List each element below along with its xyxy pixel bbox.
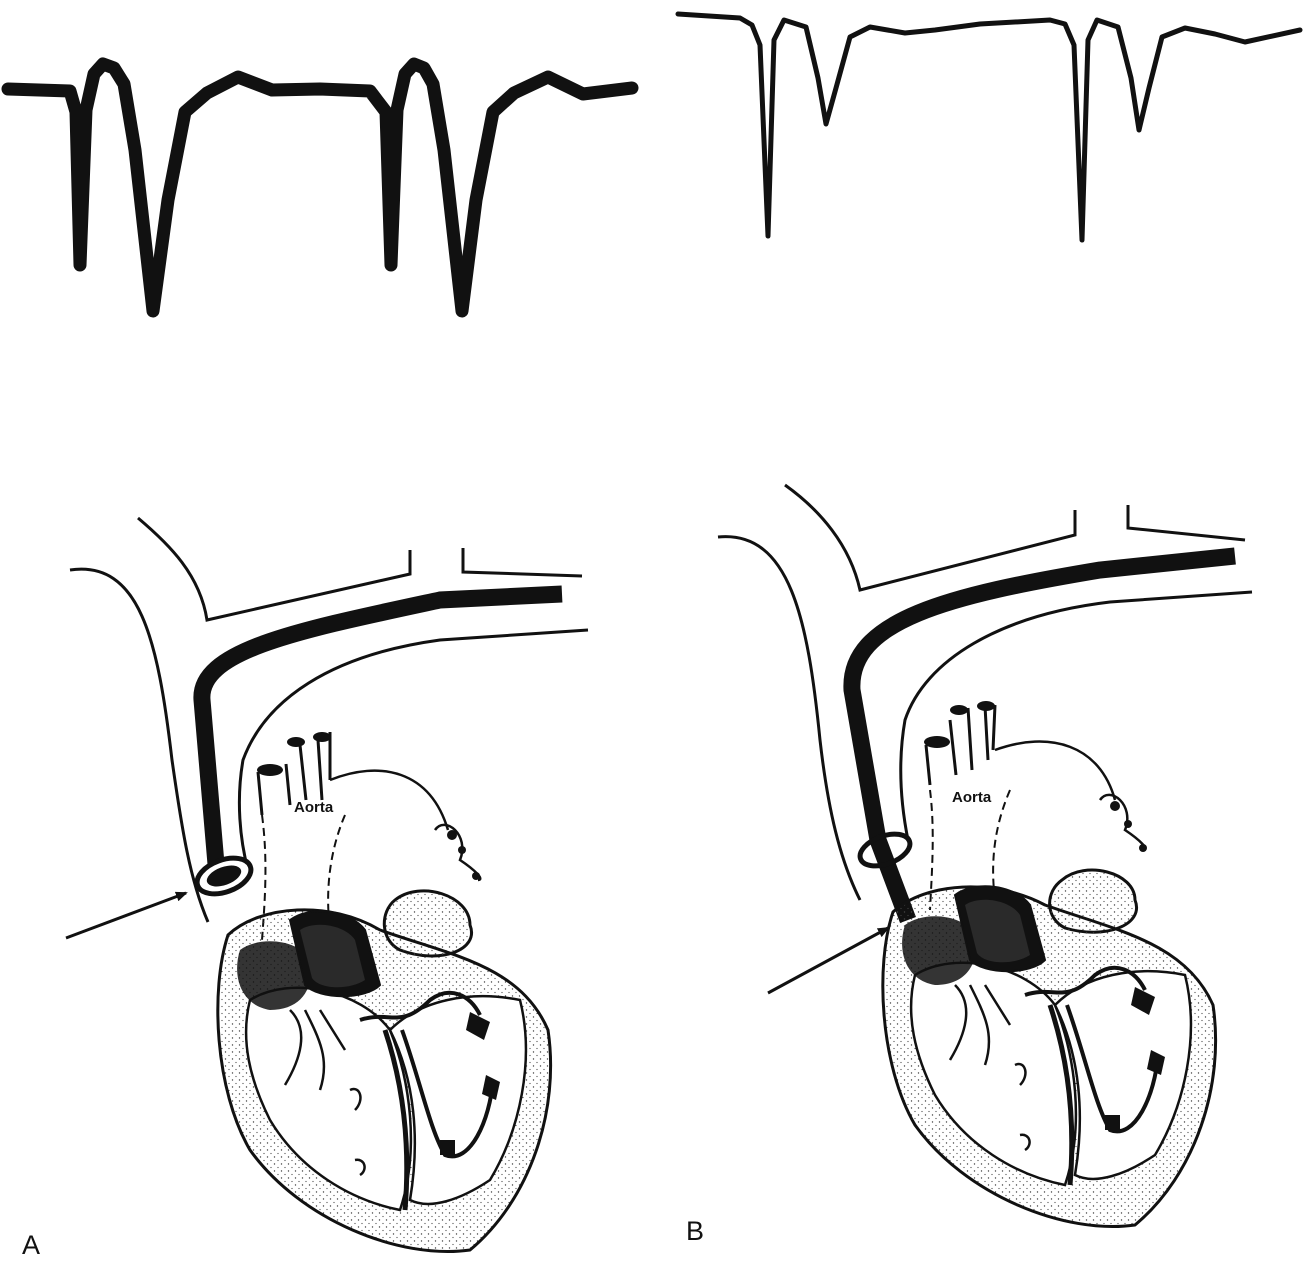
aorta-label: Aorta [294,799,334,816]
panel-b-heart-diagram: Aorta [718,485,1252,1227]
catheter-b [852,556,1235,920]
panel-b-arrow [768,928,888,993]
panel-b-pressure-tracing [678,14,1300,240]
panel-b-label: B [686,1216,704,1246]
panel-a-label: A [22,1230,40,1260]
panel-a-arrow [66,893,186,938]
aorta-label: Aorta [952,789,992,806]
panel-a-pressure-tracing [8,64,632,311]
panel-a-heart-diagram: Aorta [66,518,588,1252]
